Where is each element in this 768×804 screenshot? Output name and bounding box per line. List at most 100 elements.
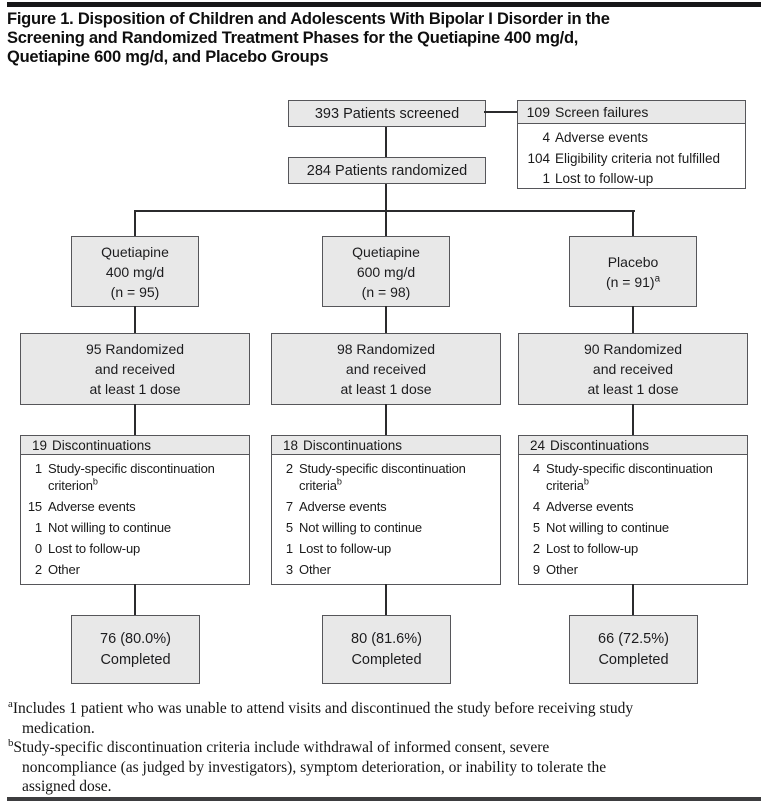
footnote-marker-b: b (583, 476, 589, 487)
completed-label-line: Completed (351, 651, 422, 668)
randomized-label: 284 Patients randomized (306, 162, 468, 179)
item-count: 1 (542, 171, 550, 186)
item-label: Not willing to continue (48, 519, 172, 535)
connector-disc-to-completed (632, 584, 634, 616)
item-count: 0 (34, 540, 42, 556)
screen-failures-header: 109 Screen failures (518, 101, 745, 124)
received-line: 90 Randomized (583, 341, 683, 357)
arm-box-quetiapine-600: Quetiapine 600 mg/d (n = 98) (322, 236, 450, 307)
item-count: 1 (285, 540, 293, 556)
discontinuations-header: 24 Discontinuations (519, 436, 747, 455)
list-item: 2 Study-specific discontinuation criteri… (276, 461, 495, 494)
arm-label-line: Quetiapine (101, 243, 169, 260)
item-count: 4 (532, 461, 540, 476)
arm-n-line: (n = 95) (110, 283, 160, 300)
footnote-b-line: noncompliance (as judged by investigator… (22, 758, 607, 776)
item-count: 4 (542, 130, 550, 145)
footnote-marker-b: b (92, 476, 98, 487)
arm-box-quetiapine-400: Quetiapine 400 mg/d (n = 95) (71, 236, 199, 307)
arm-box-placebo: Placebo (n = 91)a (569, 236, 697, 307)
item-count: 2 (34, 561, 42, 577)
branch-stub-middle (385, 210, 387, 236)
received-line: and received (94, 361, 176, 377)
discontinuations-header: 19 Discontinuations (21, 436, 249, 455)
received-line: 98 Randomized (336, 341, 436, 357)
item-label: Other (48, 561, 80, 577)
received-line: 95 Randomized (85, 341, 185, 357)
screened-label: 393 Patients screened (314, 105, 460, 122)
figure-title-line: Figure 1. Disposition of Children and Ad… (7, 10, 610, 28)
discontinuations-header: 18 Discontinuations (272, 436, 500, 455)
list-item: 1 Not willing to continue (25, 520, 244, 537)
footnote-marker-b: b (336, 476, 342, 487)
arm-label-line: Placebo (607, 253, 659, 270)
footnote-marker-a: a (8, 697, 13, 710)
item-count: 9 (532, 561, 540, 577)
received-box: 90 Randomized and received at least 1 do… (518, 333, 748, 405)
connector-arm-to-received (632, 306, 634, 334)
item-label: Eligibility criteria not fulfilled (555, 150, 721, 166)
list-item: 4 Adverse events (524, 128, 741, 149)
footnote-a-line: medication. (22, 719, 95, 737)
arm-dose-line: 600 mg/d (356, 263, 416, 280)
completed-count-line: 80 (81.6%) (351, 630, 422, 647)
item-count: 3 (285, 561, 293, 577)
branch-stub-left (134, 210, 136, 236)
discontinuations-list: 2 Study-specific discontinuation criteri… (272, 455, 500, 578)
item-label: Not willing to continue (546, 519, 670, 535)
item-count: 1 (34, 519, 42, 535)
item-label: Study-specific discontinuation criteriab (546, 461, 713, 493)
connector-screened-to-failures (484, 111, 518, 113)
item-count: 104 (527, 150, 550, 166)
connector-received-to-disc (134, 404, 136, 436)
disc-count: 19 (31, 437, 47, 453)
item-label: Lost to follow-up (555, 171, 654, 186)
completed-count-line: 76 (80.0%) (100, 630, 171, 647)
list-item: 1 Lost to follow-up (276, 541, 495, 558)
disc-count: 24 (529, 437, 545, 453)
arm-n-line: (n = 98) (361, 283, 411, 300)
screen-failures-list: 4 Adverse events 104 Eligibility criteri… (518, 124, 745, 190)
connector-received-to-disc (632, 404, 634, 436)
item-label: Adverse events (299, 498, 387, 514)
list-item: 3 Other (276, 562, 495, 579)
connector-arm-to-received (134, 306, 136, 334)
footnote-marker-a: a (654, 272, 661, 284)
disc-header-label: Discontinuations (303, 437, 403, 453)
item-label: Not willing to continue (299, 519, 423, 535)
item-label: Lost to follow-up (48, 540, 141, 556)
branch-line (134, 210, 635, 212)
item-label: Other (546, 561, 578, 577)
bottom-rule (7, 797, 761, 801)
footnote-b-line: bStudy-specific discontinuation criteria… (8, 736, 550, 756)
discontinuations-list: 1 Study-specific discontinuation criteri… (21, 455, 249, 578)
list-item: 7 Adverse events (276, 499, 495, 516)
item-label: Study-specific discontinuation criterion… (48, 461, 215, 493)
list-item: 1 Study-specific discontinuation criteri… (25, 461, 244, 494)
screen-failures-count: 109 (526, 104, 550, 120)
received-line: at least 1 dose (89, 381, 181, 397)
list-item: 4 Adverse events (523, 499, 742, 516)
discontinuations-list: 4 Study-specific discontinuation criteri… (519, 455, 747, 578)
received-line: and received (345, 361, 427, 377)
item-label: Lost to follow-up (299, 540, 392, 556)
connector-arm-to-received (385, 306, 387, 334)
list-item: 0 Lost to follow-up (25, 541, 244, 558)
list-item: 4 Study-specific discontinuation criteri… (523, 461, 742, 494)
footnote-a-line: aIncludes 1 patient who was unable to at… (8, 697, 634, 717)
item-count: 5 (285, 519, 293, 535)
connector-screened-to-randomized (385, 127, 387, 157)
list-item: 2 Lost to follow-up (523, 541, 742, 558)
screen-failures-header-label: Screen failures (555, 104, 649, 120)
completed-box: 76 (80.0%) Completed (71, 615, 200, 684)
disc-header-label: Discontinuations (52, 437, 152, 453)
item-label: Other (299, 561, 331, 577)
completed-box: 66 (72.5%) Completed (569, 615, 698, 684)
figure-title: Figure 1. Disposition of Children and Ad… (7, 10, 610, 67)
item-count: 7 (285, 498, 293, 514)
item-count: 4 (532, 498, 540, 514)
discontinuations-box: 18 Discontinuations 2 Study-specific dis… (271, 435, 501, 585)
footnote-marker-b: b (8, 736, 14, 749)
screened-box: 393 Patients screened (288, 100, 486, 127)
